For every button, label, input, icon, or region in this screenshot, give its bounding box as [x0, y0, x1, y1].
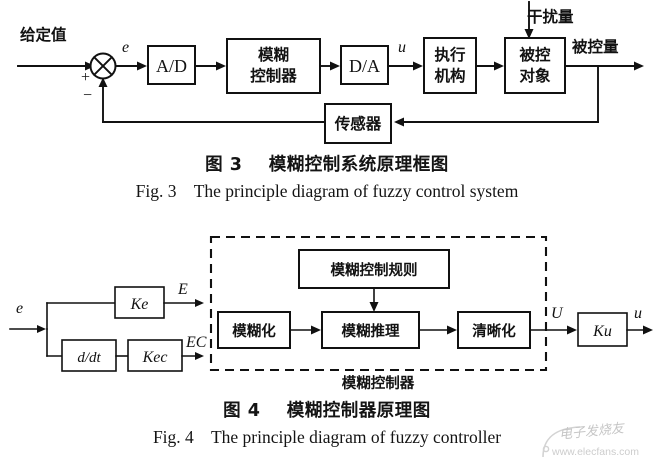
- fig4-block-ke-label: Ke: [130, 296, 149, 313]
- fig3-block-ad: A/D: [147, 45, 196, 85]
- fig3-disturbance-label: 干扰量: [527, 7, 574, 26]
- fig4-wire-rules-arrowhead: [369, 302, 379, 312]
- fig3-output-label: 被控量: [572, 37, 619, 56]
- fig3-block-da: D/A: [340, 45, 389, 85]
- fig3-block-da-label: D/A: [349, 56, 380, 76]
- fig3-feedback-arrowhead-sensor: [394, 117, 404, 127]
- fig3-wire-ad-to-fuzzy-arrowhead: [216, 61, 226, 71]
- fig4-wire-E-arrowhead: [195, 299, 204, 307]
- fig4-block-defuzzification: 清晰化: [457, 311, 531, 349]
- fig4-input-arrowhead: [37, 325, 46, 333]
- fig3-block-fuzzy-controller-line1: 模糊: [258, 45, 289, 64]
- figure-3-diagram: 给定值 + − e A/D 模糊 控制器: [17, 1, 644, 144]
- fig3-control-signal-label: u: [398, 39, 406, 56]
- fig4-wire-U-arrowhead: [567, 325, 577, 335]
- fig4-block-ke: Ke: [114, 286, 165, 319]
- fig3-summing-junction: [89, 52, 117, 80]
- fig3-setpoint-label: 给定值: [20, 25, 67, 44]
- figure-4-diagram: e Ke E d/dt Kec EC: [9, 235, 653, 392]
- fig4-output-label: u: [634, 305, 642, 322]
- fig3-wire-e-to-ad-arrowhead: [137, 61, 147, 71]
- fig4-group-label: 模糊控制器: [342, 374, 415, 392]
- fig4-wire-fuzzification-arrowhead: [311, 325, 321, 335]
- fig3-block-sensor: 传感器: [324, 103, 392, 144]
- fig4-fuzzy-controller-group-box: [209, 235, 548, 372]
- figure-3-caption-en: Fig. 3 The principle diagram of fuzzy co…: [135, 181, 519, 201]
- fig3-block-plant-line1: 被控: [519, 45, 551, 64]
- fig3-block-plant: 被控 对象: [504, 37, 566, 94]
- fig3-output-arrowhead: [634, 61, 644, 71]
- fig3-wire-da-to-actuator-arrowhead: [413, 61, 423, 71]
- fig3-block-sensor-label: 传感器: [334, 114, 382, 133]
- fig3-block-actuator: 执行 机构: [423, 37, 477, 94]
- fig3-sum-minus-sign: −: [83, 87, 92, 104]
- fig4-block-fuzzy-inference: 模糊推理: [321, 311, 420, 349]
- fig3-block-actuator-line2: 机构: [434, 66, 465, 85]
- fig3-sum-plus-sign: +: [81, 69, 90, 86]
- fig4-block-fuzzification: 模糊化: [217, 311, 291, 349]
- fig4-signal-EC-label: EC: [185, 334, 207, 351]
- fig4-block-ku: Ku: [577, 312, 628, 347]
- fig4-block-fuzzy-rules-label: 模糊控制规则: [331, 261, 418, 279]
- fig3-wire-actuator-to-plant-arrowhead: [494, 61, 504, 71]
- fig4-signal-E-label: E: [177, 281, 188, 298]
- fig3-block-actuator-line1: 执行: [434, 45, 466, 64]
- fig3-block-plant-line2: 对象: [519, 66, 551, 85]
- fig4-signal-U-label: U: [551, 305, 564, 322]
- fig4-block-fuzzy-inference-label: 模糊推理: [342, 322, 400, 340]
- figure-3-caption-cn: 图 3 模糊控制系统原理框图: [205, 155, 449, 175]
- fig3-block-fuzzy-controller: 模糊 控制器: [226, 38, 321, 94]
- fig4-block-kec-label: Kec: [142, 349, 168, 366]
- fig4-block-derivative-label: d/dt: [77, 350, 101, 366]
- fig4-wire-EC-arrowhead: [195, 352, 204, 360]
- fig3-disturbance-arrowhead: [524, 29, 534, 39]
- fig4-block-fuzzy-rules: 模糊控制规则: [298, 249, 450, 289]
- figure-4-caption-en: Fig. 4 The principle diagram of fuzzy co…: [152, 427, 502, 447]
- fig4-block-ku-label: Ku: [592, 323, 612, 340]
- figure-4-caption: 图 4 模糊控制器原理图 Fig. 4 The principle diagra…: [0, 398, 654, 451]
- figure-4-caption-cn: 图 4 模糊控制器原理图: [223, 401, 431, 421]
- fig3-error-label: e: [122, 39, 129, 56]
- figure-3-caption: 图 3 模糊控制系统原理框图 Fig. 3 The principle diag…: [0, 152, 654, 205]
- fig4-input-label: e: [16, 300, 23, 317]
- fig4-wire-inference-arrowhead: [447, 325, 457, 335]
- fig4-block-fuzzification-label: 模糊化: [232, 322, 276, 340]
- fig3-block-ad-label: A/D: [156, 56, 187, 76]
- fig3-wire-fuzzy-to-da-arrowhead: [330, 61, 340, 71]
- fig4-output-arrowhead: [643, 325, 653, 335]
- fig4-block-kec: Kec: [127, 339, 183, 372]
- fig3-feedback-arrowhead: [98, 77, 108, 87]
- fig3-block-fuzzy-controller-line2: 控制器: [250, 66, 297, 85]
- fig4-block-derivative: d/dt: [61, 339, 117, 372]
- fig4-block-defuzzification-label: 清晰化: [472, 322, 516, 340]
